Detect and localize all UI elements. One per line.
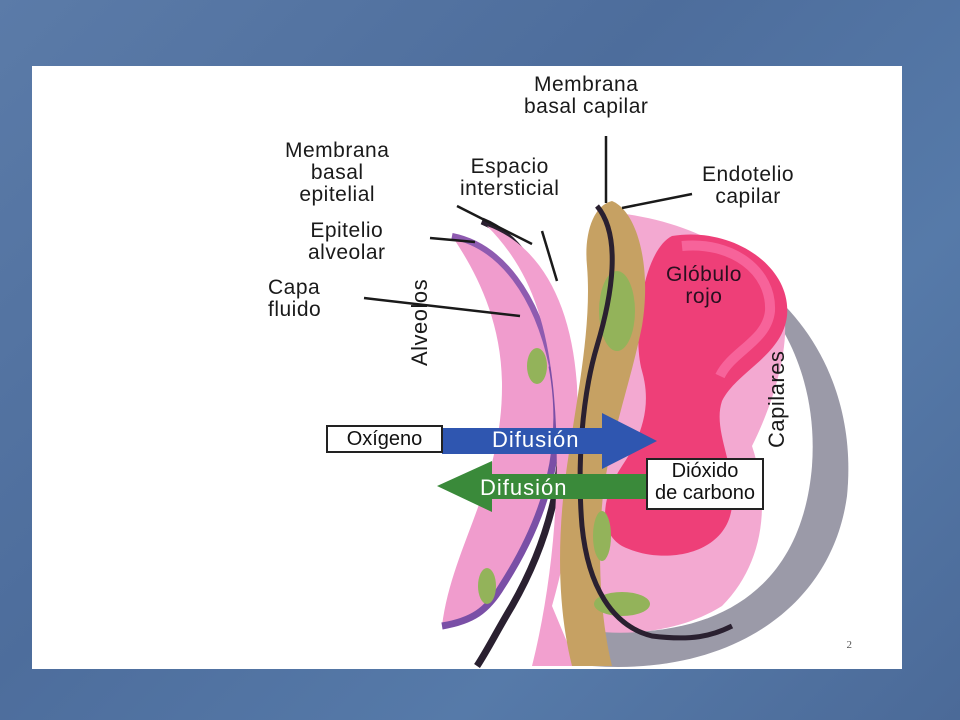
label-difusion-oxigeno: Difusión (492, 427, 580, 452)
green-patch (527, 348, 547, 384)
green-patch (478, 568, 496, 604)
label-membrana-basal-epitelial: Membrana basal epitelial (285, 139, 390, 206)
respiratory-membrane-illustration (363, 136, 849, 668)
green-patch (594, 592, 650, 616)
label-dioxido-box: Dióxido de carbono (646, 458, 764, 510)
green-patch (593, 511, 611, 561)
leader-lines (363, 136, 693, 318)
label-alveolos: Alveolos (407, 278, 432, 366)
slide-panel: Membrana basal capilar Membrana basal ep… (32, 66, 902, 669)
label-oxigeno-box: Oxígeno (326, 425, 443, 453)
co2-arrow (437, 461, 652, 512)
capillary-endothelium-line (577, 204, 734, 641)
label-difusion-co2: Difusión (480, 475, 568, 500)
label-globulo-rojo: Glóbulo rojo (666, 263, 742, 308)
label-endotelio-capilar: Endotelio capilar (702, 163, 795, 208)
label-epitelio-alveolar: Epitelio alveolar (308, 219, 386, 264)
label-membrana-basal-capilar: Membrana basal capilar (524, 73, 649, 118)
interstitial-space (487, 226, 578, 666)
red-blood-cell-highlight (681, 240, 776, 379)
oxygen-arrow (442, 413, 657, 469)
page-number: 2 (846, 639, 853, 651)
label-espacio-intersticial: Espacio intersticial (460, 155, 560, 200)
label-capilares: Capilares (764, 350, 789, 448)
label-capa-fluido: Capa fluido (268, 276, 322, 321)
